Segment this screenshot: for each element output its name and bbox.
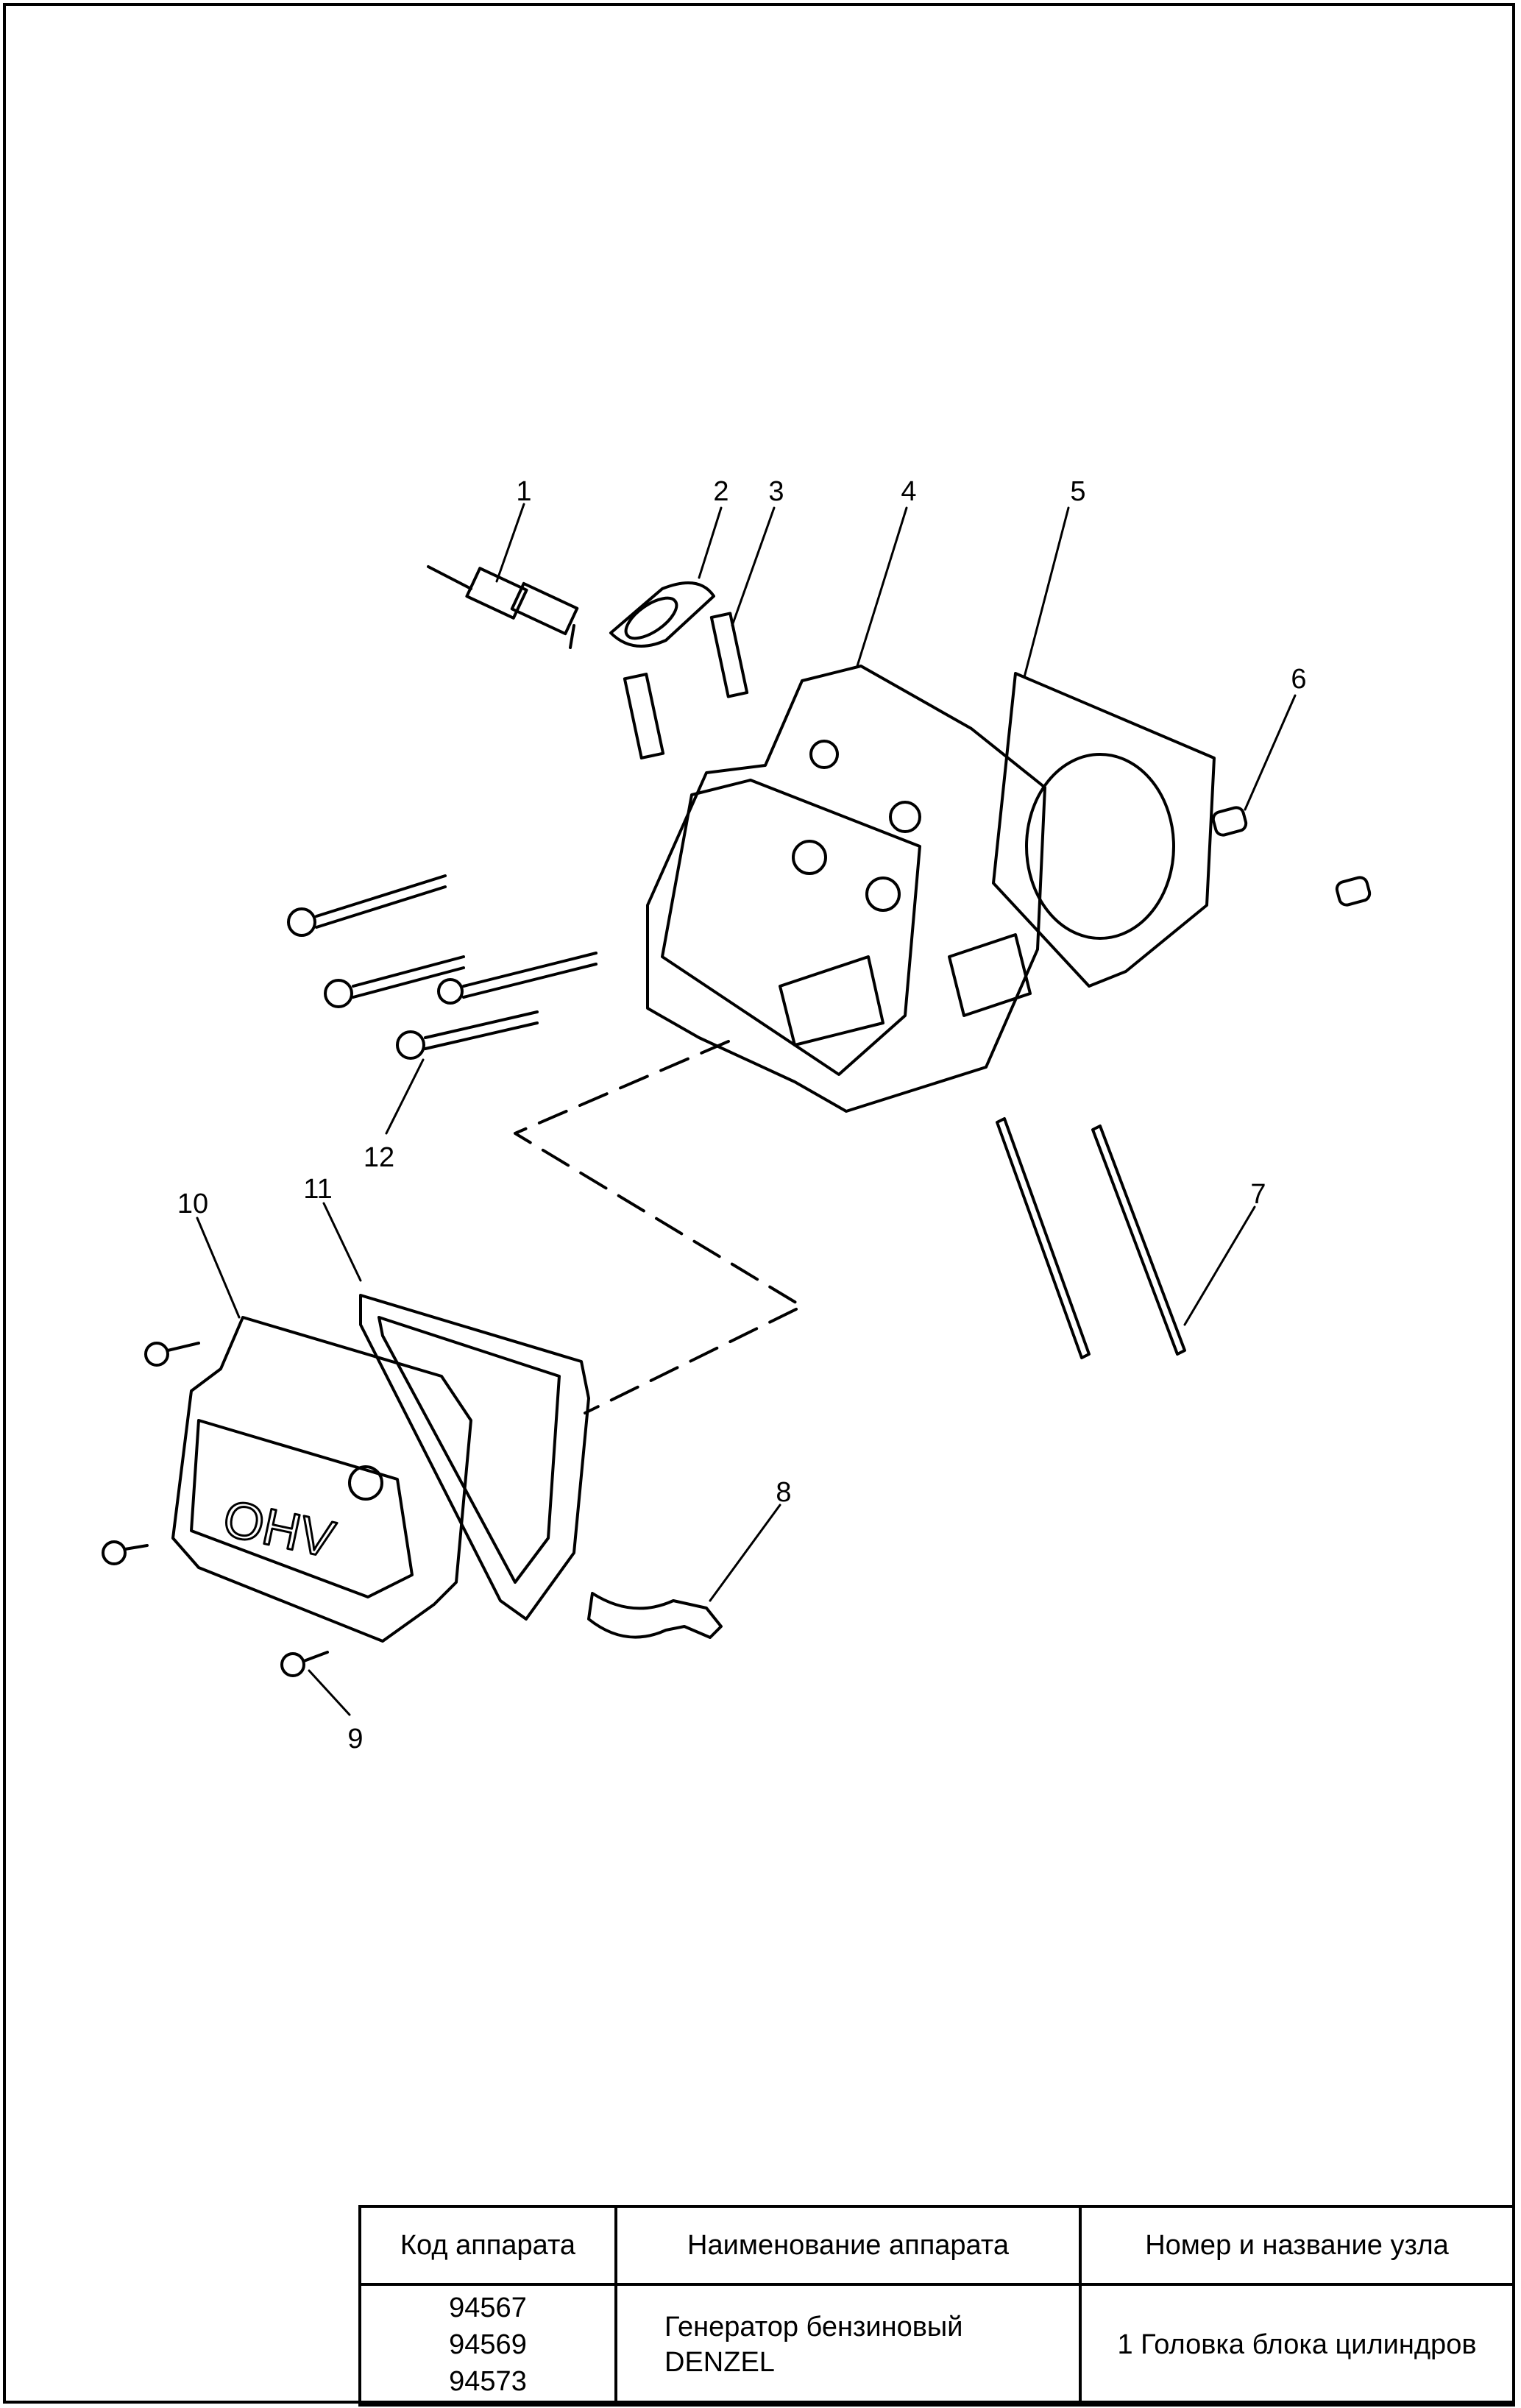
device-name-line: Генератор бензиновый (664, 2312, 963, 2343)
device-name-line: DENZEL (664, 2347, 775, 2378)
part-cylinder-head (646, 665, 1046, 1113)
callout-3: 3 (768, 476, 784, 507)
header-device-code: Код аппарата (358, 2205, 617, 2286)
header-unit: Номер и название узла (1079, 2205, 1515, 2286)
part-push-rods (996, 1117, 1186, 1359)
part-studs-pair (623, 612, 749, 759)
callout-4: 4 (901, 476, 916, 507)
part-breather-tube (587, 1592, 723, 1639)
title-block-table: Код аппарата Наименование аппарата Номер… (358, 2205, 1515, 2407)
part-dowel-pins (1211, 806, 1372, 907)
device-code: 94567 (449, 2292, 527, 2323)
callout-8: 8 (776, 1477, 791, 1508)
callout-2: 2 (713, 476, 728, 507)
part-valve-cover: OHV (171, 1316, 472, 1643)
callout-10: 10 (177, 1189, 208, 1219)
device-codes-cell: 94567 94569 94573 (358, 2283, 617, 2407)
callout-7: 7 (1250, 1179, 1266, 1210)
part-valve-cover-gasket (359, 1294, 590, 1621)
title-block-header-row: Код аппарата Наименование аппарата Номер… (358, 2205, 1515, 2286)
part-spark-plug (427, 565, 579, 649)
device-name-cell: Генератор бензиновый DENZEL (614, 2283, 1082, 2407)
callout-leader-lines (196, 503, 1297, 1716)
device-code: 94569 (449, 2329, 527, 2360)
device-code: 94573 (449, 2366, 527, 2397)
callout-11: 11 (303, 1174, 332, 1205)
title-block-data-row: 94567 94569 94573 Генератор бензиновый D… (358, 2283, 1515, 2407)
unit-name-cell: 1 Головка блока цилиндров (1079, 2283, 1515, 2407)
part-cover-screws (102, 1342, 329, 1677)
cover-lettering: OHV (219, 1489, 340, 1568)
header-device-name: Наименование аппарата (614, 2205, 1082, 2286)
callout-labels: 1 2 3 4 5 6 7 8 9 10 11 12 (177, 476, 1307, 1754)
callout-9: 9 (347, 1724, 363, 1754)
part-head-gasket (992, 672, 1216, 988)
part-head-bolts (287, 874, 598, 1060)
callout-1: 1 (516, 476, 531, 507)
callout-12: 12 (364, 1142, 394, 1173)
part-manifold-gasket (609, 581, 715, 648)
callout-5: 5 (1070, 476, 1085, 507)
callout-6: 6 (1291, 664, 1306, 695)
assembly-dashed-line (514, 1040, 804, 1414)
